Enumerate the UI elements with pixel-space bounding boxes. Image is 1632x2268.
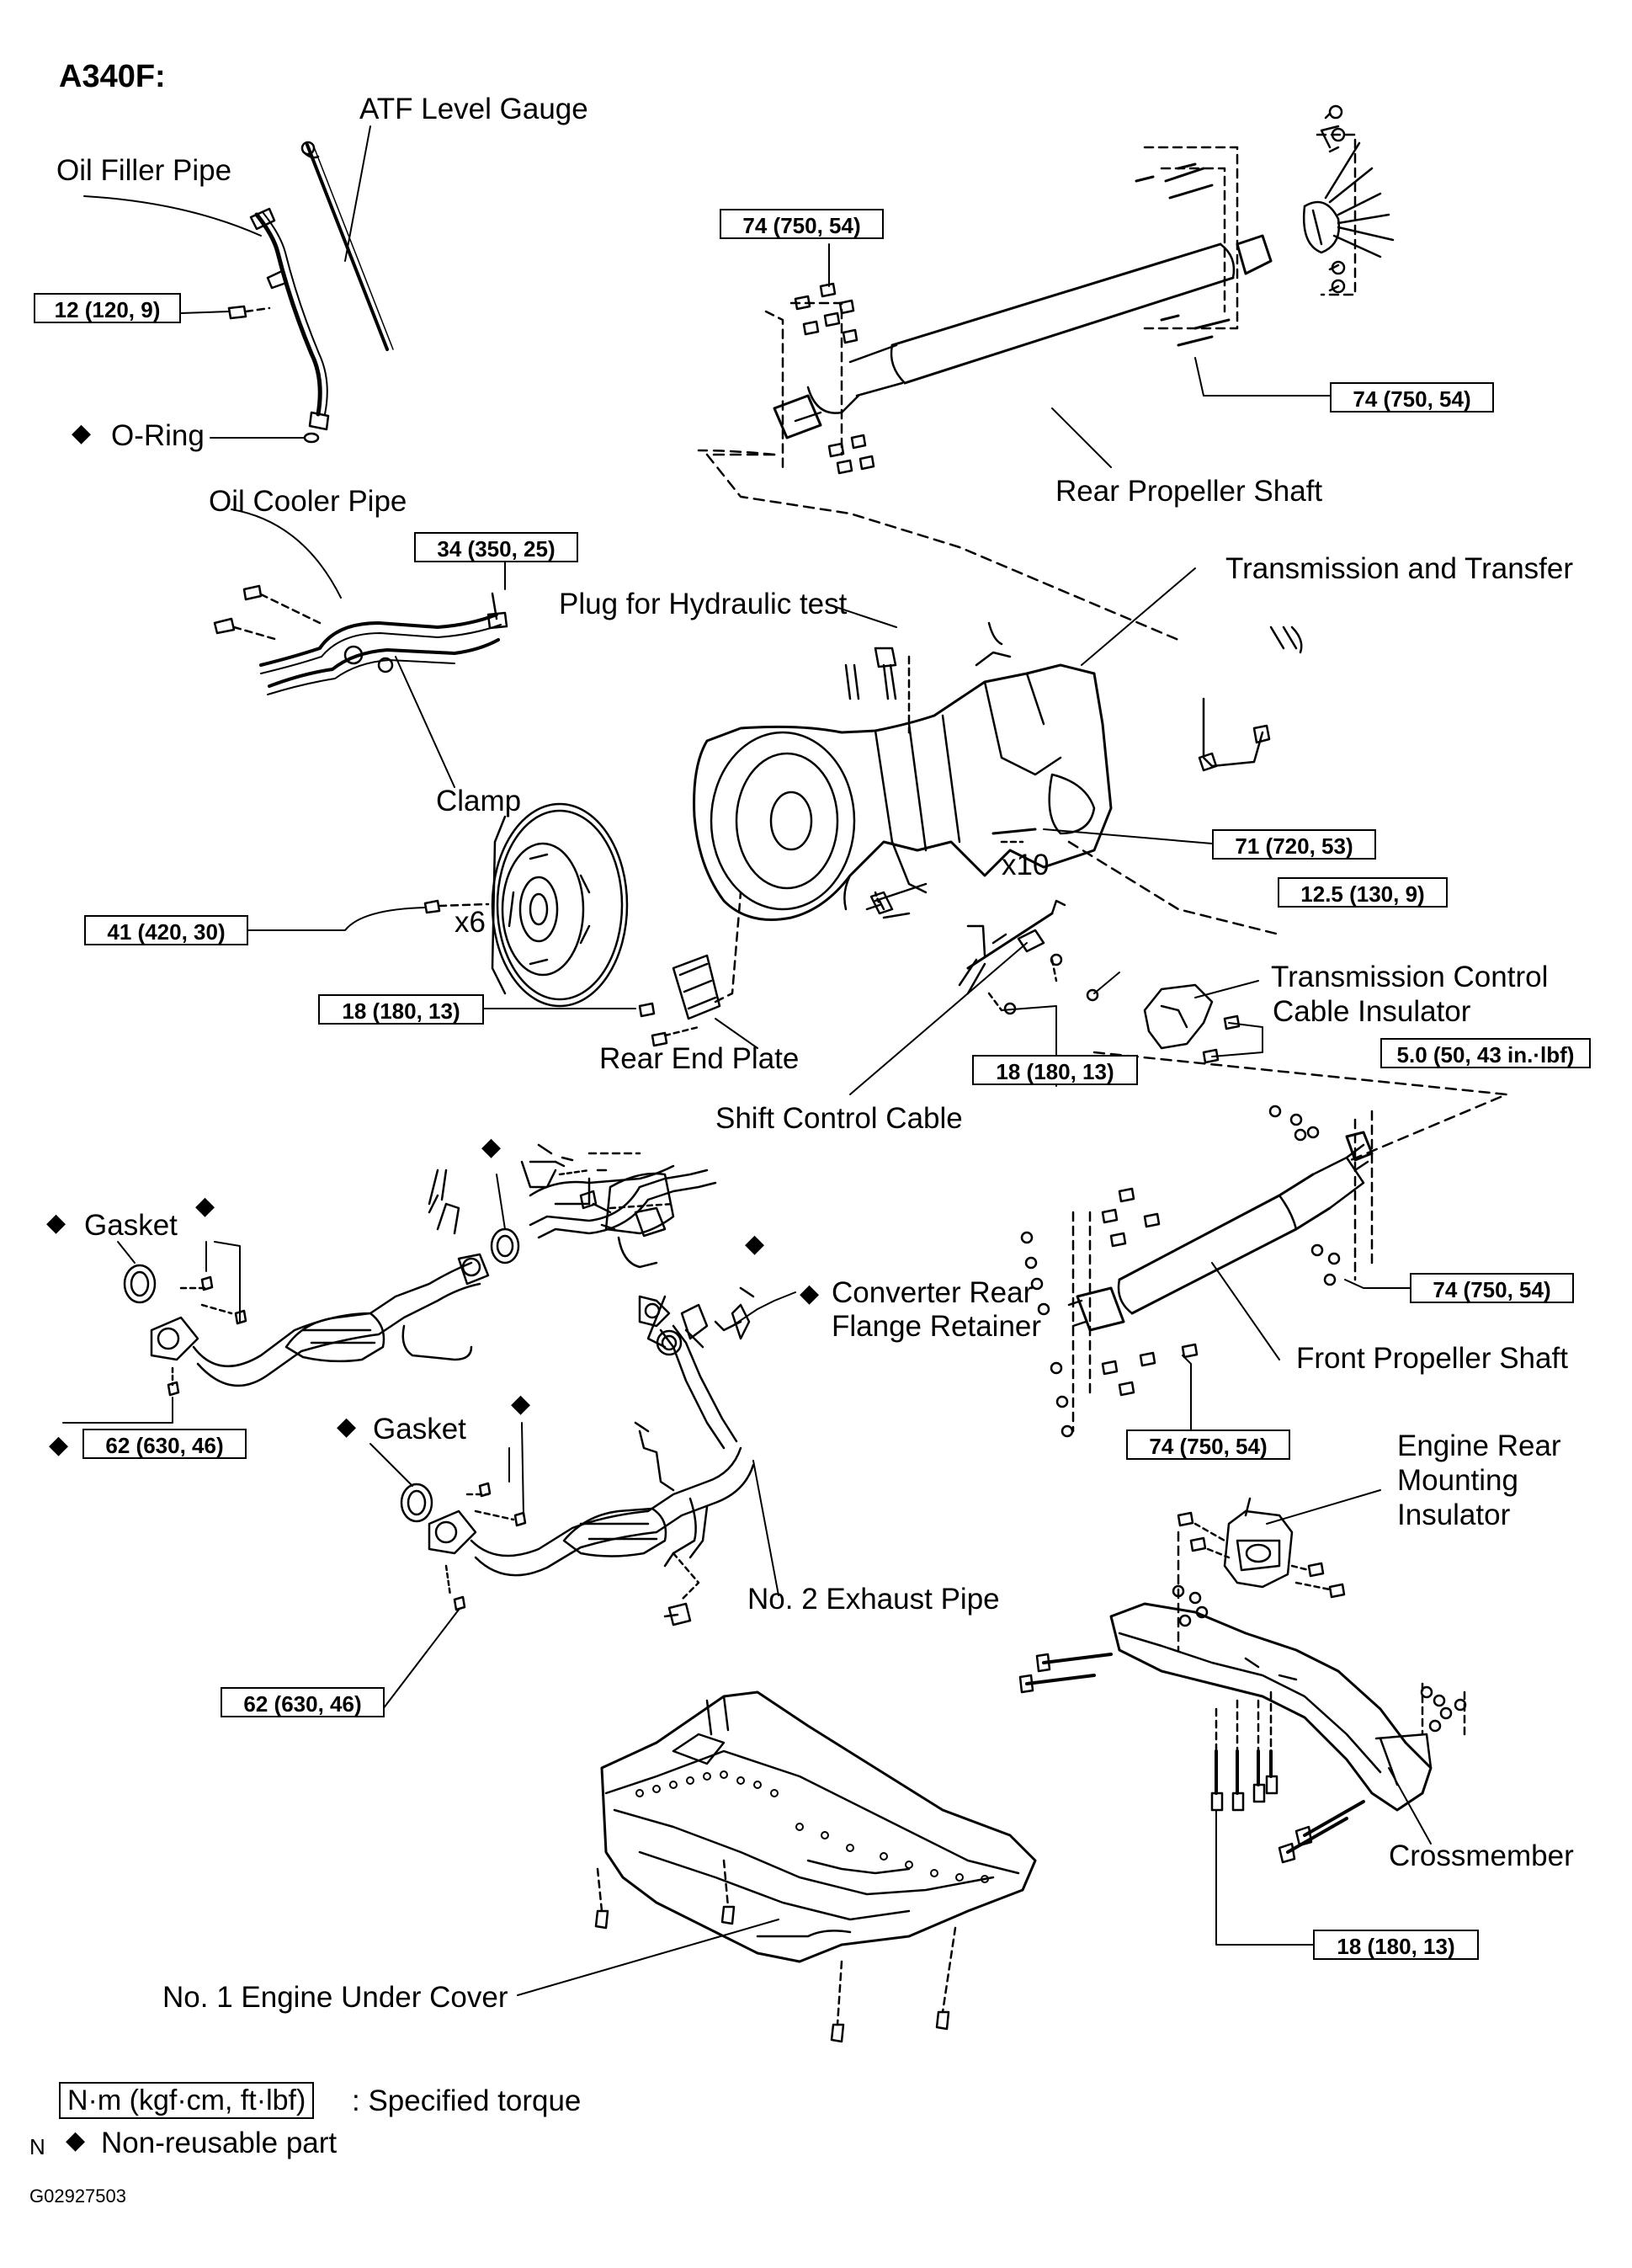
label-transmission-and-transfer: Transmission and Transfer xyxy=(1225,552,1574,585)
label-rear-propeller-shaft: Rear Propeller Shaft xyxy=(1055,475,1323,508)
torque-box-74-right: 74 (750, 54) xyxy=(1330,382,1494,413)
label-flange-retainer: Flange Retainer xyxy=(832,1310,1042,1343)
torque-box-5-0: 5.0 (50, 43 in.·lbf) xyxy=(1380,1038,1591,1068)
legend-torque-unit-box: N·m (kgf·cm, ft·lbf) xyxy=(59,2082,315,2119)
label-gasket-1: Gasket xyxy=(84,1209,178,1242)
torque-box-18-left: 18 (180, 13) xyxy=(318,994,484,1025)
label-rear-end-plate: Rear End Plate xyxy=(599,1042,800,1075)
oil-filler-bolt-drawing xyxy=(227,305,271,320)
label-shift-control-cable: Shift Control Cable xyxy=(715,1102,963,1135)
label-no1-engine-under-cover: No. 1 Engine Under Cover xyxy=(162,1981,508,2014)
label-front-propeller-shaft: Front Propeller Shaft xyxy=(1296,1342,1568,1375)
oil-filler-pipe-drawing xyxy=(249,207,330,431)
torque-box-12-5: 12.5 (130, 9) xyxy=(1278,877,1448,908)
label-clamp: Clamp xyxy=(436,785,522,817)
label-x6: x6 xyxy=(455,906,486,939)
figure-code: G02927503 xyxy=(29,2185,126,2207)
torque-box-18-mid: 18 (180, 13) xyxy=(972,1055,1138,1085)
transmission-drawing xyxy=(693,651,1113,921)
exhaust-pipe-1-drawing xyxy=(150,1194,490,1387)
label-no2-exhaust-pipe: No. 2 Exhaust Pipe xyxy=(747,1583,1000,1616)
torque-box-62-bottom: 62 (630, 46) xyxy=(221,1687,385,1717)
torque-box-74-top: 74 (750, 54) xyxy=(720,209,884,239)
label-gasket-2: Gasket xyxy=(373,1413,466,1445)
crossmember-bolts-drawing xyxy=(1018,1653,1365,1864)
torque-converter-drawing xyxy=(491,802,629,1008)
legend-n-marker: N xyxy=(29,2134,45,2159)
gasket-1-drawing xyxy=(123,1264,157,1304)
torque-box-74-front-right: 74 (750, 54) xyxy=(1410,1273,1574,1303)
torque-box-41: 41 (420, 30) xyxy=(84,915,248,945)
front-propeller-shaft-drawing xyxy=(1067,1131,1374,1332)
o-ring-drawing xyxy=(303,432,320,444)
diamond-gasket-1-bolt: ◆ xyxy=(195,1192,215,1220)
label-x10: x10 xyxy=(1002,849,1050,881)
oil-cooler-pipe-drawing xyxy=(213,584,508,695)
label-engine-rear: Engine Rear xyxy=(1397,1429,1561,1462)
diamond-gasket-2-bolt: ◆ xyxy=(511,1390,531,1418)
diamond-o-ring: ◆ xyxy=(72,419,92,447)
cable-insulator-drawing xyxy=(1143,983,1214,1050)
diamond-gasket-top: ◆ xyxy=(481,1133,502,1161)
torque-box-18-bottom: 18 (180, 13) xyxy=(1313,1930,1479,1960)
rear-end-plate-drawing xyxy=(672,954,721,1020)
torque-box-34: 34 (350, 25) xyxy=(414,532,578,562)
exhaust-pipe-2-drawing xyxy=(428,1421,755,1626)
label-mounting: Mounting xyxy=(1397,1464,1518,1497)
front-shaft-bolts-drawing xyxy=(1101,1187,1199,1397)
crossmember-drawing xyxy=(1109,1602,1433,1812)
label-plug-hydraulic-test: Plug for Hydraulic test xyxy=(559,588,848,620)
page-title: A340F: xyxy=(59,59,166,94)
label-o-ring: O-Ring xyxy=(111,419,205,452)
diamond-retainer: ◆ xyxy=(745,1230,765,1258)
rear-shaft-bolts-drawing xyxy=(794,282,875,475)
diamond-gasket-1: ◆ xyxy=(46,1209,66,1237)
legend-non-reusable-part: Non-reusable part xyxy=(101,2127,338,2159)
gasket-2-drawing xyxy=(400,1483,433,1523)
diamond-gasket-2: ◆ xyxy=(337,1413,357,1440)
engine-under-cover-drawing xyxy=(600,1690,1037,1963)
torque-box-12-120-9: 12 (120, 9) xyxy=(34,293,181,323)
label-oil-cooler-pipe: Oil Cooler Pipe xyxy=(209,485,407,518)
shift-control-cable-drawing xyxy=(865,882,1066,995)
label-crossmember: Crossmember xyxy=(1389,1839,1574,1872)
diamond-converter-rear: ◆ xyxy=(800,1280,820,1307)
label-cable-insulator: Cable Insulator xyxy=(1273,995,1471,1028)
label-oil-filler-pipe: Oil Filler Pipe xyxy=(56,154,232,187)
torque-box-71: 71 (720, 53) xyxy=(1212,829,1376,860)
rear-propeller-shaft-drawing xyxy=(773,141,1395,439)
legend-specified-torque: : Specified torque xyxy=(352,2084,582,2117)
label-insulator: Insulator xyxy=(1397,1499,1511,1531)
legend-diamond: ◆ xyxy=(66,2127,86,2154)
label-transmission-control: Transmission Control xyxy=(1271,961,1549,993)
torque-box-74-front-bottom: 74 (750, 54) xyxy=(1126,1429,1290,1460)
label-atf-level-gauge: ATF Level Gauge xyxy=(359,93,588,125)
diamond-torque-62-left: ◆ xyxy=(49,1431,69,1459)
torque-box-62-left: 62 (630, 46) xyxy=(82,1429,247,1459)
engine-rear-mount-drawing xyxy=(1223,1497,1294,1589)
label-converter-rear: Converter Rear xyxy=(832,1276,1034,1309)
